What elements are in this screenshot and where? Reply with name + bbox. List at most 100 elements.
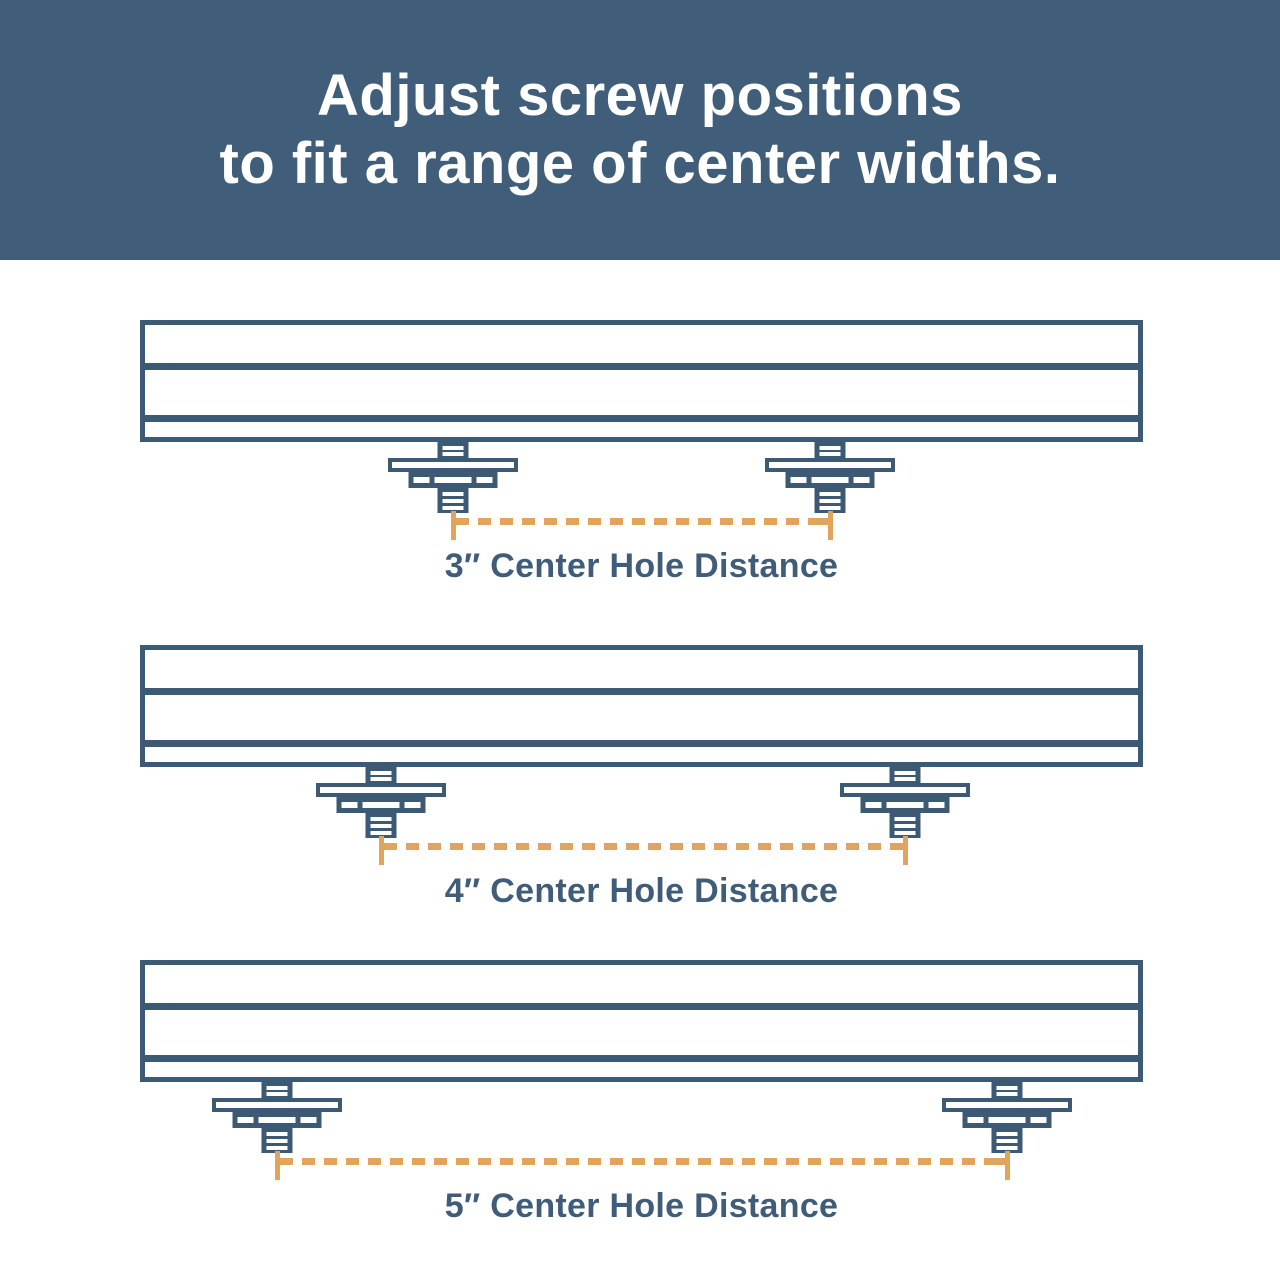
header-title-line2: to fit a range of center widths. — [219, 131, 1061, 196]
right-screw — [765, 442, 895, 513]
rod-rail — [140, 960, 1143, 1082]
center-width-diagram: 4″ Center Hole Distance — [0, 645, 1280, 917]
rail-divider — [145, 363, 1138, 370]
thread-stripe — [819, 492, 841, 496]
rail-divider — [145, 740, 1138, 747]
left-screw — [212, 1082, 342, 1153]
thread-stripe — [996, 1086, 1018, 1090]
nut-divider — [848, 472, 854, 488]
rail-top-band — [145, 650, 1138, 688]
screw-flange — [212, 1098, 342, 1112]
thread-stripe — [370, 831, 392, 835]
screw-flange — [388, 458, 518, 472]
rail-middle-band — [145, 1010, 1138, 1055]
thread-stripe — [894, 831, 916, 835]
screw-flange — [316, 783, 446, 797]
nut-divider — [983, 1112, 989, 1128]
thread-stripe — [819, 452, 841, 456]
thread-stripe — [819, 499, 841, 503]
thread-stripe — [894, 824, 916, 828]
thread-stripe — [442, 446, 464, 450]
header-title-line1: Adjust screw positions — [317, 63, 963, 128]
rail-divider — [145, 1003, 1138, 1010]
thread-stripe — [442, 492, 464, 496]
screw-upper-shank — [261, 1082, 293, 1098]
distance-tick-left — [379, 836, 393, 865]
nut-divider — [881, 797, 887, 813]
rail-middle-band — [145, 695, 1138, 740]
screw-nut — [962, 1112, 1052, 1128]
screw-nut — [785, 472, 875, 488]
screw-threaded-tip — [991, 1128, 1023, 1153]
rail-bottom-band — [145, 747, 1138, 762]
distance-tick-left — [275, 1151, 289, 1180]
left-screw — [388, 442, 518, 513]
screw-upper-shank — [437, 442, 469, 458]
center-width-diagram: 3″ Center Hole Distance — [0, 320, 1280, 592]
thread-stripe — [996, 1146, 1018, 1150]
nut-divider — [399, 797, 405, 813]
thread-stripe — [266, 1139, 288, 1143]
screw-threaded-tip — [814, 488, 846, 513]
screw-threaded-tip — [889, 813, 921, 838]
distance-tick-left — [451, 511, 465, 540]
distance-tick-right — [996, 1151, 1010, 1180]
left-screw — [316, 767, 446, 838]
nut-divider — [471, 472, 477, 488]
screw-threaded-tip — [261, 1128, 293, 1153]
rail-middle-band — [145, 370, 1138, 415]
distance-label: 5″ Center Hole Distance — [444, 1187, 839, 1225]
thread-stripe — [894, 777, 916, 781]
center-width-diagram: 5″ Center Hole Distance — [0, 960, 1280, 1232]
rail-top-band — [145, 965, 1138, 1003]
nut-divider — [806, 472, 812, 488]
nut-divider — [429, 472, 435, 488]
nut-divider — [295, 1112, 301, 1128]
rail-bottom-band — [145, 1062, 1138, 1077]
thread-stripe — [370, 777, 392, 781]
thread-stripe — [996, 1132, 1018, 1136]
thread-stripe — [370, 817, 392, 821]
screw-threaded-tip — [437, 488, 469, 513]
distance-tick-right — [819, 511, 833, 540]
thread-stripe — [266, 1086, 288, 1090]
rail-bottom-band — [145, 422, 1138, 437]
nut-divider — [357, 797, 363, 813]
screw-upper-shank — [814, 442, 846, 458]
rod-rail — [140, 645, 1143, 767]
screw-upper-shank — [365, 767, 397, 783]
screw-nut — [408, 472, 498, 488]
thread-stripe — [996, 1092, 1018, 1096]
thread-stripe — [370, 824, 392, 828]
nut-divider — [1025, 1112, 1031, 1128]
screw-flange — [942, 1098, 1072, 1112]
right-screw — [942, 1082, 1072, 1153]
screw-nut — [860, 797, 950, 813]
thread-stripe — [894, 817, 916, 821]
distance-dashed-line — [384, 843, 902, 850]
right-screw — [840, 767, 970, 838]
thread-stripe — [266, 1132, 288, 1136]
thread-stripe — [266, 1146, 288, 1150]
thread-stripe — [442, 452, 464, 456]
thread-stripe — [819, 506, 841, 510]
thread-stripe — [442, 506, 464, 510]
nut-divider — [253, 1112, 259, 1128]
screw-threaded-tip — [365, 813, 397, 838]
header-banner: Adjust screw positions to fit a range of… — [0, 0, 1280, 260]
thread-stripe — [370, 771, 392, 775]
thread-stripe — [442, 499, 464, 503]
rod-rail — [140, 320, 1143, 442]
rail-divider — [145, 1055, 1138, 1062]
rail-divider — [145, 415, 1138, 422]
thread-stripe — [266, 1092, 288, 1096]
distance-dashed-line — [456, 518, 827, 525]
screw-nut — [336, 797, 426, 813]
thread-stripe — [894, 771, 916, 775]
distance-dashed-line — [280, 1158, 1004, 1165]
rail-top-band — [145, 325, 1138, 363]
screw-flange — [765, 458, 895, 472]
thread-stripe — [996, 1139, 1018, 1143]
distance-tick-right — [894, 836, 908, 865]
screw-upper-shank — [889, 767, 921, 783]
